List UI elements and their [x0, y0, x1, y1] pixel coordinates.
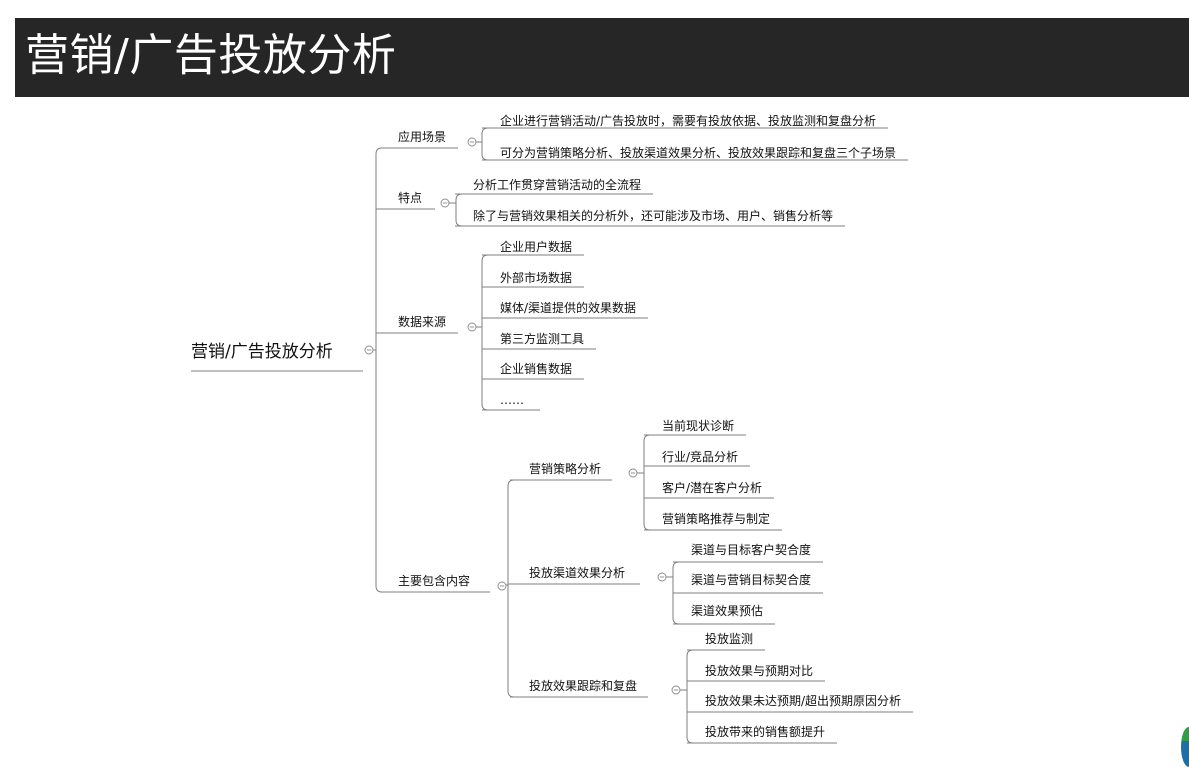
leaf-label: 投放带来的销售额提升: [705, 724, 825, 739]
title-bar: 营销/广告投放分析: [15, 18, 1189, 97]
leaf-label: 分析工作贯穿营销活动的全流程: [473, 177, 641, 192]
sub-branch-connector-2: [680, 649, 694, 744]
leaf-label: 企业用户数据: [500, 239, 572, 254]
leaf-label: 渠道与营销目标契合度: [691, 572, 811, 587]
collapse-icon[interactable]: [671, 685, 681, 695]
mind-map-nodes: 营销/广告投放分析 应用场景 企业进行营销活动/广告投放时，需要有投放依据、投放监测…: [191, 113, 901, 739]
leaf-label: 可分为营销策略分析、投放渠道效果分析、投放效果跟踪和复盘三个子场景: [500, 145, 896, 160]
leaf-label: 企业销售数据: [500, 361, 572, 376]
leaf-label: 渠道与目标客户契合度: [691, 542, 811, 557]
leaf-label: 除了与营销效果相关的分析外，还可能涉及市场、用户、销售分析等: [473, 208, 833, 223]
collapse-icon[interactable]: [657, 572, 667, 582]
sub-branch-connector-0: [637, 434, 651, 531]
sub-branch-label-1: 投放渠道效果分析: [529, 565, 625, 580]
collapse-icon[interactable]: [497, 581, 507, 591]
leaf-label: 企业进行营销活动/广告投放时，需要有投放依据、投放监测和复盘分析: [500, 113, 876, 128]
mind-map-connectors: [191, 127, 914, 744]
leaf-label: ……: [500, 393, 524, 407]
sub-branch-label-2: 投放效果跟踪和复盘: [529, 678, 637, 693]
root-node-label: 营销/广告投放分析: [191, 342, 333, 362]
leaf-label: 媒体/渠道提供的效果数据: [500, 300, 636, 315]
collapse-icon[interactable]: [467, 322, 477, 332]
sub-branch-connector-1: [666, 561, 680, 625]
leaf-label: 投放效果未达预期/超出预期原因分析: [705, 693, 901, 708]
collapse-icon[interactable]: [628, 468, 638, 478]
branch-label-3: 主要包含内容: [398, 573, 470, 588]
leaf-label: 外部市场数据: [500, 270, 572, 285]
leaf-label: 投放监测: [705, 631, 753, 646]
collapse-icon[interactable]: [467, 137, 477, 147]
collapse-icon[interactable]: [364, 345, 374, 355]
leaf-label: 投放效果与预期对比: [705, 663, 813, 678]
branch-connector-0: [476, 127, 489, 161]
leaf-label: 第三方监测工具: [500, 331, 584, 346]
leaf-label: 营销策略推荐与制定: [662, 511, 770, 526]
branch-label-2: 数据来源: [398, 314, 446, 329]
sub-branch-label-0: 营销策略分析: [529, 461, 601, 476]
collapse-icon[interactable]: [440, 198, 450, 208]
leaf-label: 渠道效果预估: [691, 603, 763, 618]
leaf-label: 当前现状诊断: [662, 418, 734, 433]
branch-label-0: 应用场景: [398, 129, 446, 144]
branch-label-1: 特点: [398, 190, 422, 205]
branch-connector-2: [476, 254, 489, 411]
branch-connector-1: [449, 193, 463, 227]
logo-icon: [1181, 727, 1189, 767]
root-connector: [373, 147, 383, 593]
leaf-label: 客户/潜在客户分析: [662, 480, 762, 495]
leaf-label: 行业/竞品分析: [662, 450, 738, 464]
content-connector: [506, 479, 515, 698]
page-title: 营销/广告投放分析: [25, 30, 397, 81]
